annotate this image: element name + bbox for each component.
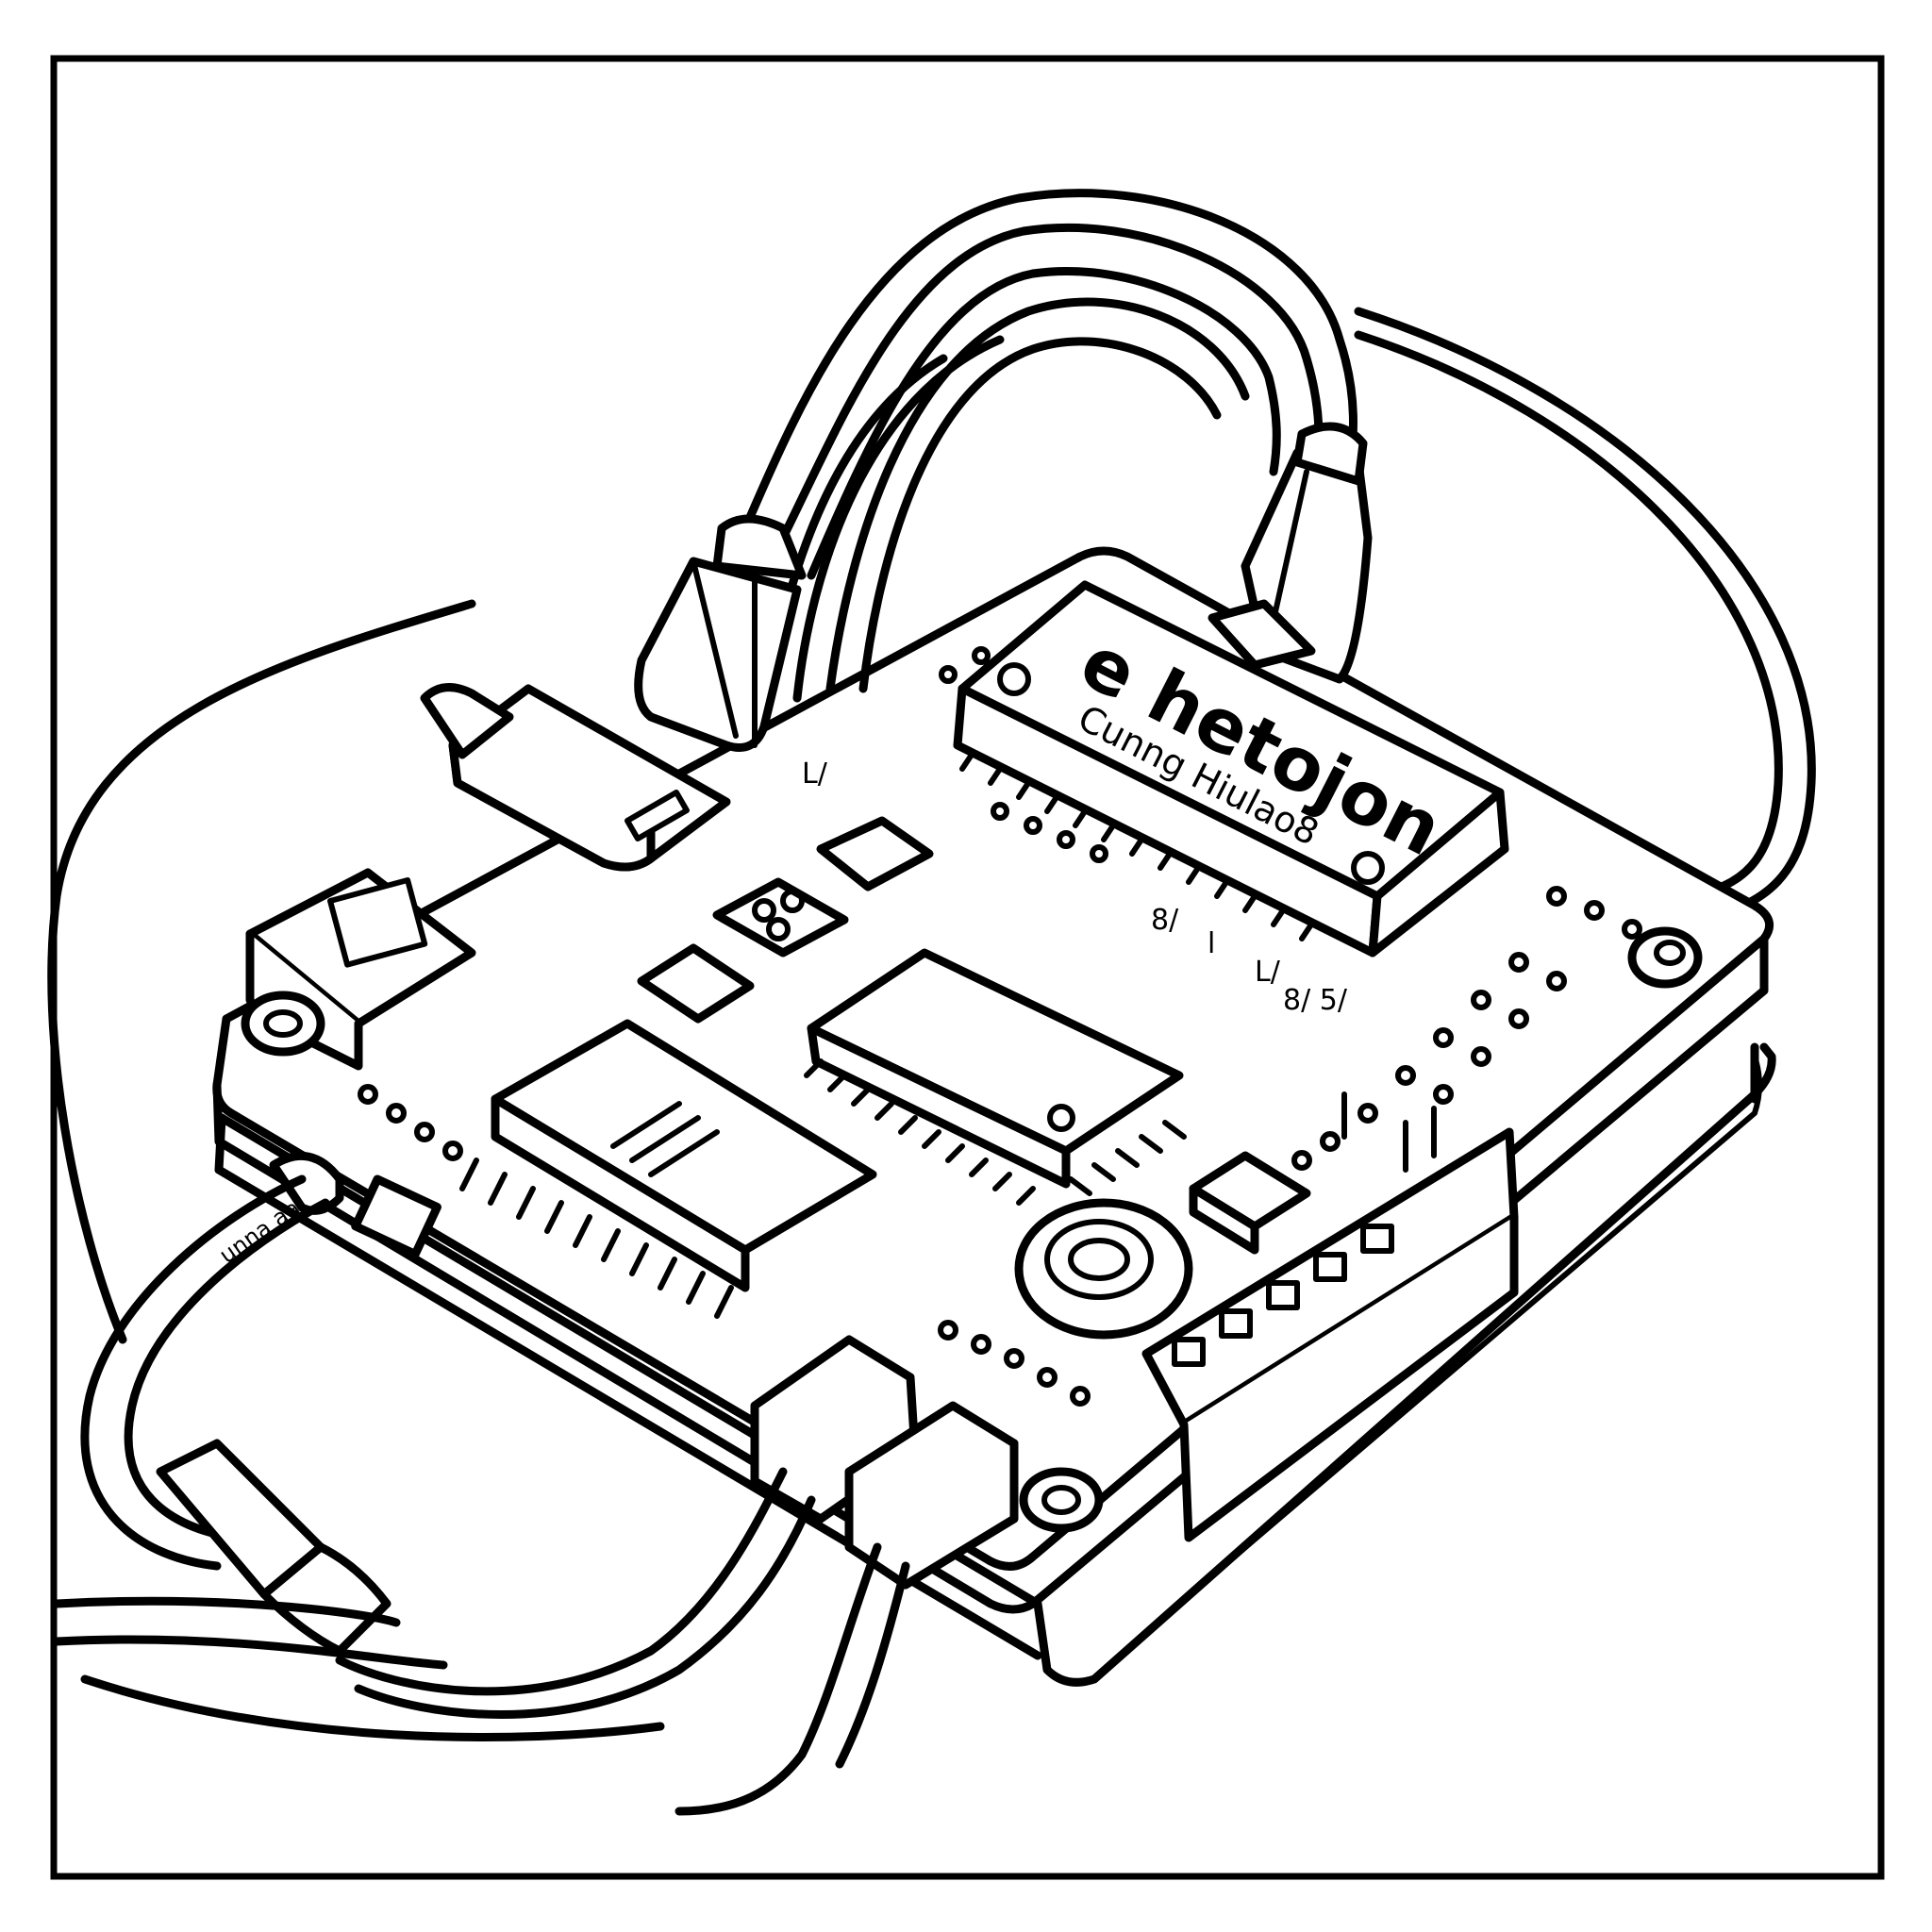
bottom-usb-cables (80, 1335, 1019, 1816)
silk-mark-1: L/ (802, 758, 828, 791)
wifi-module (491, 1019, 877, 1292)
silk-mark-3: l (1208, 927, 1215, 960)
processor-chip (804, 948, 1187, 1206)
silk-mark-2: 8/ (1151, 904, 1179, 937)
micro-usb-port (351, 1174, 441, 1258)
round-buzzer (1014, 1198, 1193, 1340)
usb-connector-top (420, 683, 731, 872)
silkscreen-marks: L/ 8/ l L/ 8/ 5/ (802, 758, 1348, 1017)
silk-mark-4: L/ (1255, 956, 1281, 989)
smd-components (637, 816, 934, 1024)
mounting-holes (1019, 926, 1703, 1533)
left-edge-pins (459, 1158, 734, 1319)
background-loop-cable (47, 307, 1816, 1344)
main-ic-chip: e hetojon Cunng Hiulao8 (953, 580, 1509, 958)
silk-mark-5: 8/ 5/ (1283, 984, 1348, 1017)
right-arch-plug (1208, 422, 1373, 684)
barrel-jack (241, 868, 476, 1071)
pin-header-right (1141, 1091, 1519, 1542)
via-holes (358, 646, 1642, 1407)
square-component (1189, 1151, 1311, 1255)
left-arch-plug (634, 514, 807, 752)
